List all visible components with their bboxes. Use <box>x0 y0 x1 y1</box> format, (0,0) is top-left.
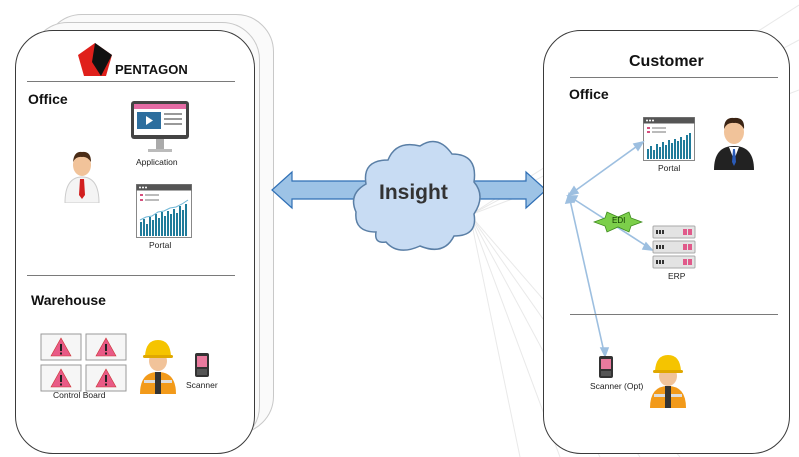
office-warehouse-divider <box>27 275 235 276</box>
person-icon <box>714 117 754 170</box>
customer-title: Customer <box>629 53 704 70</box>
customer-office-heading: Office <box>569 86 609 102</box>
monitor-icon <box>131 101 189 152</box>
pentagon-logo-icon <box>78 43 112 76</box>
server-icon <box>652 225 696 269</box>
cloud-icon <box>352 140 481 251</box>
office-heading: Office <box>28 91 68 107</box>
scanner-label-right: Scanner (Opt) <box>590 381 644 391</box>
warehouse-heading: Warehouse <box>31 292 106 308</box>
edi-badge-icon <box>593 211 643 233</box>
warning-board-icon <box>40 333 82 361</box>
edi-label: EDI <box>612 216 626 225</box>
brand-name: PENTAGON <box>115 62 188 77</box>
control-board-label: Control Board <box>53 390 106 400</box>
scanner-icon <box>195 353 209 377</box>
warning-board-icon <box>85 333 127 361</box>
control-board-group <box>40 333 127 392</box>
portal-label-right: Portal <box>658 163 681 173</box>
worker-icon <box>140 340 176 394</box>
worker-icon <box>650 355 686 408</box>
customer-divider <box>570 77 778 78</box>
portal-label-left: Portal <box>149 240 172 250</box>
insight-label: Insight <box>379 181 448 204</box>
scanner-icon <box>599 356 613 378</box>
erp-label: ERP <box>668 271 686 281</box>
brand-divider <box>27 81 235 82</box>
portal-chart-icon <box>643 117 695 161</box>
portal-chart-icon <box>136 184 192 238</box>
application-label: Application <box>136 157 178 167</box>
warning-board-icon <box>40 364 82 392</box>
person-icon <box>64 151 100 203</box>
scanner-label-left: Scanner <box>186 380 218 390</box>
warning-board-icon <box>85 364 127 392</box>
customer-office-warehouse-divider <box>570 314 778 315</box>
